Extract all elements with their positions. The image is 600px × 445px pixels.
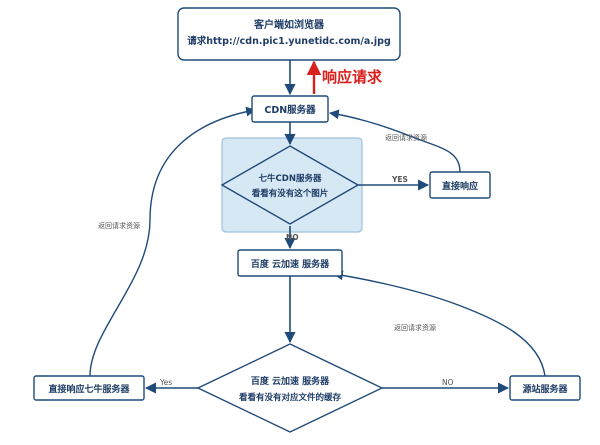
edge-label-yes-upper: YES [391, 175, 408, 184]
baidu-node [237, 249, 343, 277]
cdn-node [251, 95, 329, 123]
edge-label-return-upper-right: 返回请求资源 [385, 133, 427, 142]
edge-direct-return [329, 109, 461, 173]
cdn-node-label: CDN服务器 [264, 104, 316, 116]
client-node [177, 7, 401, 61]
direct-response-node [429, 171, 491, 199]
direct-qiniu-node [33, 375, 145, 401]
edge-label-return-left: 返回请求资源 [98, 221, 140, 230]
client-node-line2: 请求http://cdn.pic1.yunetidc.com/a.jpg [187, 35, 391, 47]
origin-node [509, 375, 581, 401]
edge-label-no-lower: NO [442, 378, 454, 387]
baidu-decision [196, 343, 384, 433]
origin-label: 源站服务器 [522, 383, 568, 395]
edge-label-return-lower-right: 返回请求资源 [394, 323, 436, 332]
direct-response-label: 直接响应 [442, 180, 478, 192]
client-node-line1: 客户端如浏览器 [253, 18, 325, 31]
baidu-node-label: 百度 云加速 服务器 [251, 258, 330, 270]
edge-left-return [89, 106, 256, 377]
callout-label: 响应请求 [322, 68, 383, 86]
baidu-decision-line2: 看看有没有对应文件的缓存 [238, 392, 342, 403]
direct-qiniu-label: 直接响应七牛服务器 [48, 383, 130, 395]
qiniu-decision [220, 145, 360, 225]
qiniu-decision-line2: 看看有没有这个图片 [251, 188, 329, 199]
edge-origin-return [333, 270, 546, 377]
edge-label-no-upper: NO [286, 233, 299, 242]
baidu-decision-line1: 百度 云加速 服务器 [251, 375, 330, 387]
edge-label-yes-lower: Yes [159, 378, 172, 387]
qiniu-decision-line1: 七牛CDN服务器 [259, 173, 322, 184]
